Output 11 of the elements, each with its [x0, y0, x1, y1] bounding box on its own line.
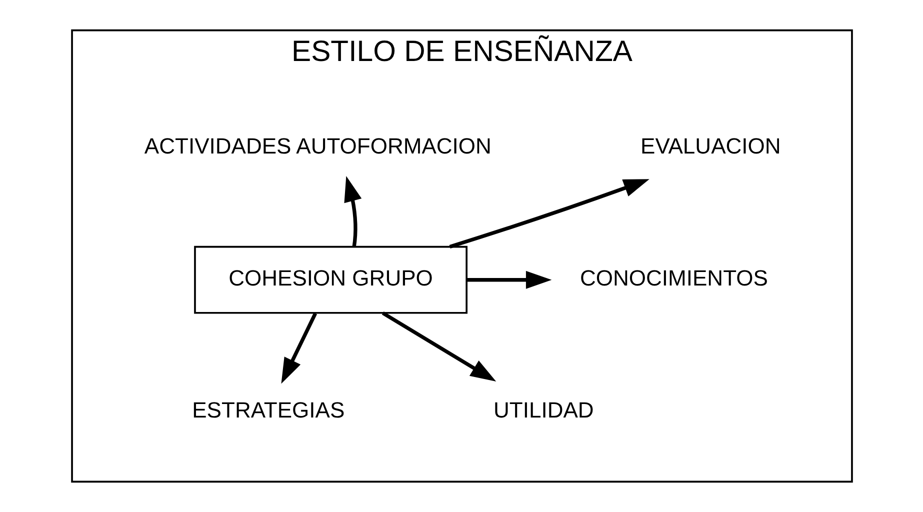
- arrow: [466, 270, 552, 289]
- node-text: UTILIDAD: [493, 398, 594, 423]
- node-box: COHESION GRUPO: [194, 246, 467, 314]
- node-text: CONOCIMIENTOS: [579, 266, 768, 291]
- arrow: [448, 179, 649, 248]
- node-text: EVALUACION: [640, 133, 780, 158]
- arrow: [280, 312, 317, 384]
- arrow: [381, 312, 496, 382]
- arrow: [344, 176, 362, 247]
- node-text: ESTRATEGIAS: [192, 398, 344, 423]
- node-text: ACTIVIDADES AUTOFORMACION: [144, 133, 491, 158]
